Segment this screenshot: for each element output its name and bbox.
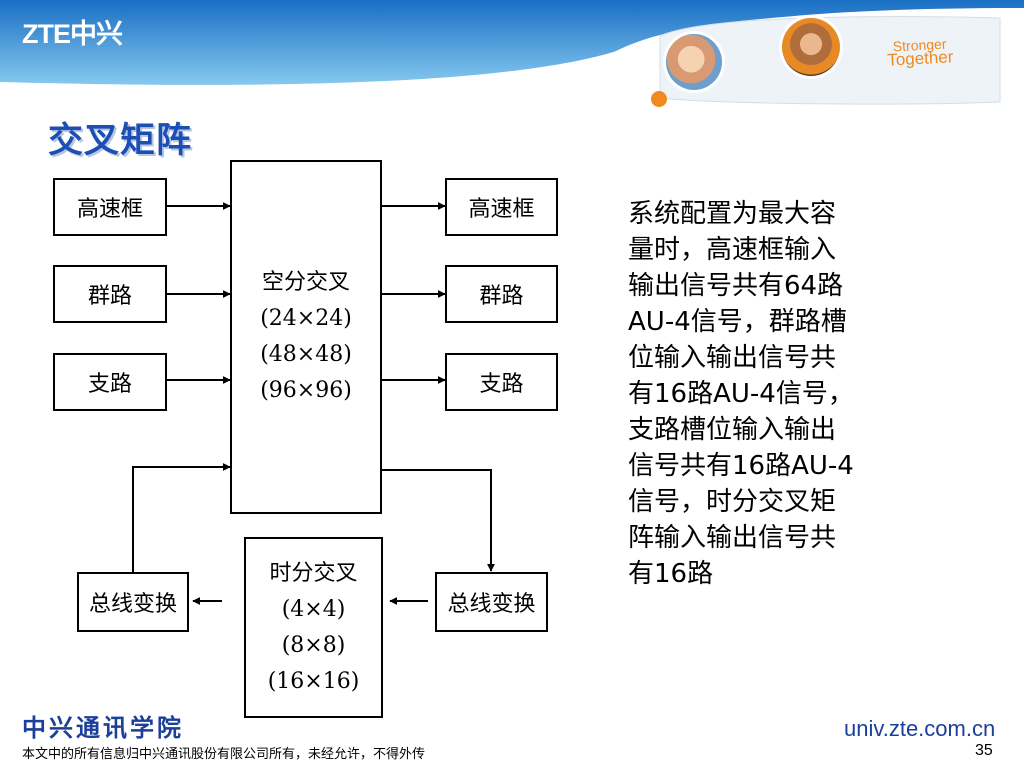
space-switch-label: 空分交叉 <box>261 270 350 295</box>
description-text: 系统配置为最大容 量时，高速框输入 输出信号共有64路 AU-4信号，群路槽 位… <box>628 199 854 589</box>
time-switch-box: 时分交叉 (4×4) (8×8) (16×16) <box>244 537 383 718</box>
space-switch-size-2: (48×48) <box>260 342 352 367</box>
space-switch-box: 空分交叉 (24×24) (48×48) (96×96) <box>230 160 382 514</box>
space-switch-size-1: (24×24) <box>260 306 352 331</box>
space-switch-size-3: (96×96) <box>260 378 352 403</box>
input-box-highspeed: 高速框 <box>53 178 167 236</box>
bus-converter-right: 总线变换 <box>435 572 548 632</box>
arrow-bus-left-to-space <box>132 463 231 572</box>
output-box-highspeed: 高速框 <box>445 178 558 236</box>
slide-title: 交叉矩阵 <box>48 121 193 161</box>
copyright-notice: 本文中的所有信息归中兴通讯股份有限公司所有，未经允许，不得外传 <box>22 747 426 762</box>
time-switch-size-1: (4×4) <box>281 596 346 622</box>
header-photo-left <box>666 34 722 90</box>
time-switch-size-2: (8×8) <box>281 632 346 658</box>
input-box-group: 群路 <box>53 265 167 323</box>
output-box-tributary: 支路 <box>445 353 558 411</box>
bus-converter-left: 总线变换 <box>77 572 189 632</box>
header-photo-center <box>782 18 840 76</box>
arrow-to-bus-right <box>381 469 495 572</box>
input-box-tributary: 支路 <box>53 353 167 411</box>
academy-name: 中兴通讯学院 <box>22 713 184 742</box>
website-url: univ.zte.com.cn <box>844 716 996 741</box>
zte-logo: ZTE中兴 <box>22 19 123 49</box>
time-switch-label: 时分交叉 <box>269 560 358 586</box>
output-box-group: 群路 <box>445 265 558 323</box>
time-switch-size-3: (16×16) <box>267 668 360 694</box>
page-number: 35 <box>975 742 993 759</box>
